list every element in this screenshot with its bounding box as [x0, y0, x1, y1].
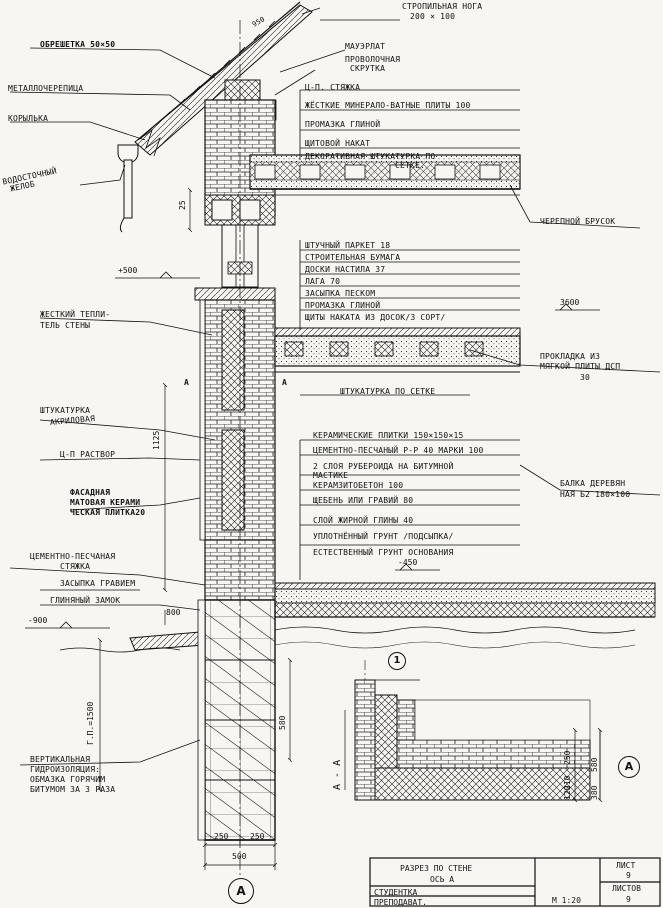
floor-layer-4: ЛАГА 70: [305, 277, 341, 286]
wall-plate-label: МАУЭРЛАТ: [345, 42, 386, 51]
cornice-label: КОРЫЛЬКА: [8, 114, 49, 123]
rigid-insulation-label-2: ТЕЛЬ СТЕНЫ: [40, 321, 91, 330]
level-plus-500: +500: [118, 266, 138, 275]
sheet-label: ЛИСТ: [616, 861, 636, 870]
beam-label-2: НАЯ Б2 180×100: [560, 490, 631, 499]
dim-580-plan: 580: [590, 757, 599, 772]
ground-layer-9: ЕСТЕСТВЕННЫЙ ГРУНТ ОСНОВАНИЯ: [313, 548, 454, 557]
floor-layer-6: ПРОМАЗКА ГЛИНОЙ: [305, 301, 381, 310]
title-block: [369, 857, 661, 907]
hydro-label-4: БИТУМОМ ЗА 3 РАЗА: [30, 785, 116, 794]
wire-twist-label-2: СКРУТКА: [350, 64, 386, 73]
level-3600: 3600: [560, 298, 580, 307]
dim-25: 25: [178, 200, 187, 210]
dim-800: 800: [166, 608, 181, 617]
attic-layer-1: Ц-П. СТЯЖКА: [305, 83, 361, 92]
gravel-fill-label: ЗАСЫПКА ГРАВИЕМ: [60, 579, 136, 588]
axis-a-plan-marker: А: [618, 756, 640, 778]
rafter-size-label: 200 × 100: [410, 12, 456, 21]
screed-label-1: ЦЕМЕНТНО-ПЕСЧАНАЯ: [30, 552, 116, 561]
clay-lock-label: ГЛИНЯНЫЙ ЗАМОК: [50, 596, 121, 605]
metal-tile-label: МЕТАЛЛОЧЕРЕПИЦА: [8, 84, 84, 93]
teacher-label: ПРЕПОДАВАТ.: [374, 898, 427, 907]
ground-layer-5: КЕРАМЗИТОБЕТОН 100: [313, 481, 404, 490]
student-label: СТУДЕНТКА: [374, 888, 418, 897]
facade-tile-label-1: ФАСАДНАЯ: [70, 488, 111, 497]
attic-layer-5: ДЕКОРАТИВНАЯ ШТУКАТУРКА ПО: [305, 152, 436, 161]
middle-wall: [194, 287, 276, 541]
dim-210: 210: [563, 775, 572, 790]
facade-tile-label-2: МАТОВАЯ КЕРАМИ: [70, 498, 141, 507]
plaster-mesh-label: ШТУКАТУРКА ПО СЕТКЕ: [340, 387, 436, 396]
attic-slab: [249, 154, 521, 196]
sheet-number: 9: [626, 871, 631, 880]
hydro-label-2: ГИДРОИЗОЛЯЦИЯ:: [30, 765, 101, 774]
lathing-label: ОБРЕШЕТКА 50×50: [40, 40, 116, 49]
ground-layer-6: ЩЕБЕНЬ ИЛИ ГРАВИЙ 80: [313, 496, 414, 505]
cp-mortar-label: Ц-П РАСТВОР: [60, 450, 116, 459]
ground-layer-7: СЛОЙ ЖИРНОЙ ГЛИНЫ 40: [313, 516, 414, 525]
intermediate-floor: [274, 327, 521, 373]
attic-layer-6: СЕТКЕ.: [395, 161, 426, 170]
ground-layer-1: КЕРАМИЧЕСКИЕ ПЛИТКИ 150×150×15: [313, 431, 464, 440]
facade-tile-label-3: ЧЕСКАЯ ПЛИТКА20: [70, 508, 146, 517]
title-line-2: ОСЬ А: [430, 875, 455, 884]
floor-layer-3: ДОСКИ НАСТИЛА 37: [305, 265, 386, 274]
hydro-label-1: ВЕРТИКАЛЬНАЯ: [30, 755, 91, 764]
dim-380: 380: [590, 785, 599, 800]
hydro-label-3: ОБМАЗКА ГОРЯЧИМ: [30, 775, 106, 784]
pad-label-2: МЯГКОЙ ПЛИТЫ ДСП: [540, 362, 621, 371]
scale-label: М 1:20: [552, 896, 581, 905]
pad-label-1: ПРОКЛАДКА ИЗ: [540, 352, 601, 361]
floor-layer-2: СТРОИТЕЛЬНАЯ БУМАГА: [305, 253, 401, 262]
wire-twist-label-1: ПРОВОЛОЧНАЯ: [345, 55, 401, 64]
ground-layer-3: 2 СЛОЯ РУБЕРОИДА НА БИТУМНОЙ: [313, 462, 454, 471]
section-mark-a-left: А: [184, 378, 189, 387]
dim-250-right: 250: [250, 832, 265, 841]
attic-layer-2: ЖЁСТКИЕ МИНЕРАЛО-ВАТНЫЕ ПЛИТЫ 100: [305, 101, 471, 110]
ground-layer-8: УПЛОТНЁННЫЙ ГРУНТ /ПОДСЫПКА/: [313, 532, 454, 541]
section-mark-a-right: А: [282, 378, 287, 387]
axis-a-marker: А: [228, 878, 254, 904]
dimension-lines: [100, 190, 600, 870]
pad-label-3: 30: [580, 373, 591, 382]
dim-500: 500: [232, 852, 247, 861]
acrylic-plaster-label-1: ШТУКАТУРКА: [40, 406, 91, 415]
ground-layer-4: МАСТИКЕ: [313, 471, 349, 480]
attic-layer-3: ПРОМАЗКА ГЛИНОЙ: [305, 120, 381, 129]
floor-layer-5: ЗАСЫПКА ПЕСКОМ: [305, 289, 376, 298]
dim-580: 580: [278, 715, 287, 730]
section-a-a-label: А - А: [332, 759, 343, 790]
title-line-1: РАЗРЕЗ ПО СТЕНЕ: [400, 864, 473, 873]
axis-1-marker: 1: [388, 652, 406, 670]
floor-layer-7: ЩИТЫ НАКАТА ИЗ ДОСОК/3 СОРТ/: [305, 313, 446, 322]
screed-label-2: СТЯЖКА: [60, 562, 91, 571]
level-minus-900: -900: [28, 616, 48, 625]
dim-250-plan: 250: [563, 750, 572, 765]
cranial-bar-label: ЧЕРЕПНОЙ БРУСОК: [540, 217, 616, 226]
rafter-leg-label: СТРОПИЛЬНАЯ НОГА: [402, 2, 483, 11]
dim-1500: Г.П.=1500: [86, 701, 95, 745]
dim-250-left: 250: [214, 832, 229, 841]
floor-layer-1: ШТУЧНЫЙ ПАРКЕТ 18: [305, 241, 391, 250]
beam-label-1: БАЛКА ДЕРЕВЯН: [560, 479, 626, 488]
leader-lines: [9, 19, 661, 766]
sheets-number: 9: [626, 895, 631, 904]
plan-detail: [354, 660, 601, 801]
attic-layer-4: ЩИТОВОЙ НАКАТ: [305, 139, 371, 148]
dim-1125: 1125: [152, 430, 161, 450]
ground-layer-2: ЦЕМЕНТНО-ПЕСЧАНЫЙ Р-Р 40 МАРКИ 100: [313, 446, 484, 455]
sheets-label: ЛИСТОВ: [612, 884, 641, 893]
rigid-insulation-label-1: ЖЕСТКИЙ ТЕПЛИ-: [40, 310, 111, 319]
level-marks: [25, 271, 600, 629]
ground-floor: [274, 582, 656, 649]
level-minus-450: -450: [398, 558, 418, 567]
